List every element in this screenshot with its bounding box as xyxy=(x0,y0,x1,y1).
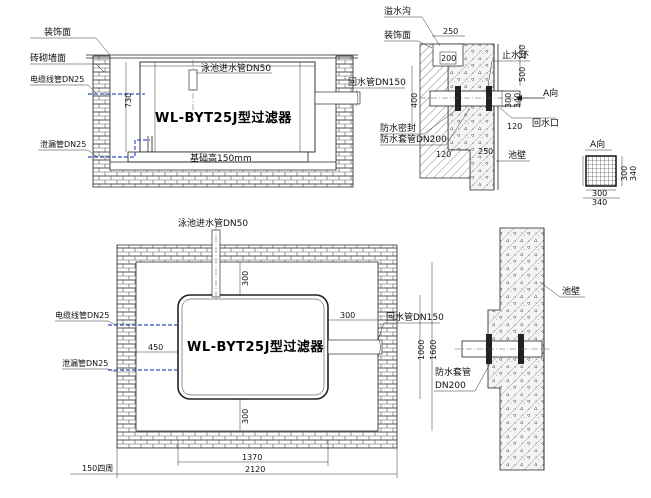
a-view-grille xyxy=(585,155,617,187)
dim-120-b: 120 xyxy=(436,150,451,159)
label-leak-pipe: 泄漏管DN25 xyxy=(40,139,86,149)
a-view-dim-340-v: 340 xyxy=(629,166,638,181)
label-overflow: 溢水沟 xyxy=(384,5,411,17)
plan-label-pool-inlet: 泳池进水管DN50 xyxy=(178,217,248,229)
label-waterproof-sleeve: 防水套管DN200 xyxy=(380,133,447,145)
section-filter-body xyxy=(139,61,316,153)
plan-filter-name: WL-BYT25J型过滤器 xyxy=(187,339,324,355)
label-water-stop-ring: 止水环 xyxy=(502,49,529,61)
plan-dim-1000: 1000 xyxy=(417,340,426,360)
label-cable-pipe: 电缆线管DN25 xyxy=(30,74,84,84)
plan-label-pool-wall: 池壁 xyxy=(562,285,580,297)
a-view: A向 300 340 300 340 xyxy=(582,138,638,207)
label-waterproof-seal: 防水密封 xyxy=(380,122,416,134)
label-base-height: 基础高150mm xyxy=(190,152,252,164)
label-direction-a: A向 xyxy=(543,87,558,99)
wall-detail: 溢水沟 装饰面 250 200 止水环 100 500 400 300 340 … xyxy=(380,5,559,191)
dim-120-a: 120 xyxy=(507,122,522,131)
section-leak-pipe xyxy=(88,139,150,158)
dim-250: 250 xyxy=(443,27,458,36)
a-view-dim-340-h: 340 xyxy=(592,198,607,207)
label-wall-finish: 装饰面 xyxy=(384,29,411,41)
label-return-port: 回水口 xyxy=(532,117,559,129)
label-return-pipe: 回水管DN150 xyxy=(348,76,406,88)
a-view-dim-300-h: 300 xyxy=(592,189,607,198)
dim-300: 300 xyxy=(504,93,513,108)
dim-730: 730 xyxy=(124,93,133,108)
plan-dim-1370: 1370 xyxy=(242,453,262,462)
plan-label-sleeve-size: DN200 xyxy=(435,381,466,391)
plan-dim-1600: 1600 xyxy=(429,340,438,360)
dim-500: 500 xyxy=(518,67,527,82)
plan-label-return-pipe: 回水管DN150 xyxy=(386,311,444,323)
plan-dim-2120: 2120 xyxy=(245,465,265,474)
a-view-dim-300-v: 300 xyxy=(620,166,629,181)
dim-100: 100 xyxy=(518,45,527,60)
a-view-title: A向 xyxy=(590,138,605,150)
label-pool-inlet: 泳池进水管DN50 xyxy=(201,62,271,74)
dim-200: 200 xyxy=(441,54,456,63)
dim-250b: 250 xyxy=(478,147,493,156)
label-brick-wall: 砖砌墙面 xyxy=(30,52,66,64)
label-finish-surface: 装饰面 xyxy=(44,26,71,38)
plan-return-pipe xyxy=(327,339,383,355)
section-return-pipe xyxy=(314,91,361,105)
plan-dim-300-right: 300 xyxy=(340,311,355,320)
dim-340: 340 xyxy=(513,93,522,108)
plan-dim-150: 150四周 xyxy=(82,464,113,473)
label-pool-wall-top: 池壁 xyxy=(508,149,526,161)
plan-label-leak-pipe: 泄漏管DN25 xyxy=(62,358,108,368)
plan-dim-450: 450 xyxy=(148,343,163,352)
plan-wall-detail: 池壁 防水套管 DN200 xyxy=(434,227,585,471)
plan-label-cable-pipe: 电缆线管DN25 xyxy=(55,310,109,320)
section-filter-name: WL-BYT25J型过滤器 xyxy=(155,110,292,126)
plan-dim-300-bottom: 300 xyxy=(241,409,250,424)
dim-400: 400 xyxy=(410,93,419,108)
plan-view: 泳池进水管DN50 300 300 450 300 WL-BYT25J型过滤器 … xyxy=(55,217,444,478)
section-view: 730 装饰面 砖砌墙面 电缆线管DN25 泄漏管DN25 泳池进水管DN50 … xyxy=(30,26,406,188)
plan-dim-300-top: 300 xyxy=(241,271,250,286)
plan-label-waterproof-sleeve: 防水套管 xyxy=(435,366,471,378)
